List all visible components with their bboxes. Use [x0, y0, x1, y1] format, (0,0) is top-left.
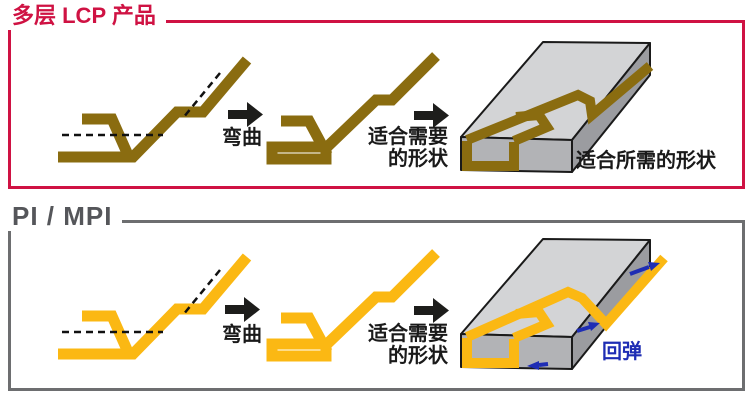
- pi-fit-label-line1: 适合需要: [368, 323, 448, 345]
- lcp-bend-label: 弯曲: [222, 127, 262, 149]
- lcp-arrow-right-2-icon: [414, 103, 449, 128]
- pi-section-title: PI / MPI: [6, 201, 123, 231]
- pi-bend-label: 弯曲: [222, 324, 262, 346]
- lcp-flat-cable: [58, 56, 252, 163]
- lcp-result-label: 适合所需的形状: [576, 150, 716, 172]
- lcp-section-title: 多层 LCP 产品: [6, 2, 166, 30]
- lcp-bend-axis-dashes: [62, 72, 221, 137]
- lcp-block: [460, 41, 654, 173]
- lcp-fit-label: 适合需要 的形状: [352, 126, 448, 170]
- pi-arrow-right-2-icon: [414, 298, 449, 323]
- pi-arrow-right-1-icon: [225, 297, 260, 322]
- lcp-fit-label-line1: 适合需要: [368, 126, 448, 148]
- pi-springback-cable: [462, 254, 668, 368]
- pi-bent-cable: [266, 249, 440, 362]
- pi-fit-label: 适合需要 的形状: [352, 323, 448, 367]
- springback-arrow-icons: [527, 262, 660, 370]
- lcp-bent-cable: [266, 52, 440, 165]
- pi-fit-label-line2: 的形状: [388, 345, 448, 367]
- pi-section-frame: [8, 220, 745, 391]
- lcp-wrapped-cable: [462, 62, 654, 171]
- pi-bend-axis-dashes: [62, 269, 221, 334]
- lcp-fit-label-line2: 的形状: [388, 148, 448, 170]
- pi-flat-cable: [58, 253, 252, 360]
- pi-springback-label: 回弹: [602, 341, 642, 363]
- lcp-arrow-right-1-icon: [228, 102, 263, 127]
- lcp-section-frame: [8, 20, 745, 189]
